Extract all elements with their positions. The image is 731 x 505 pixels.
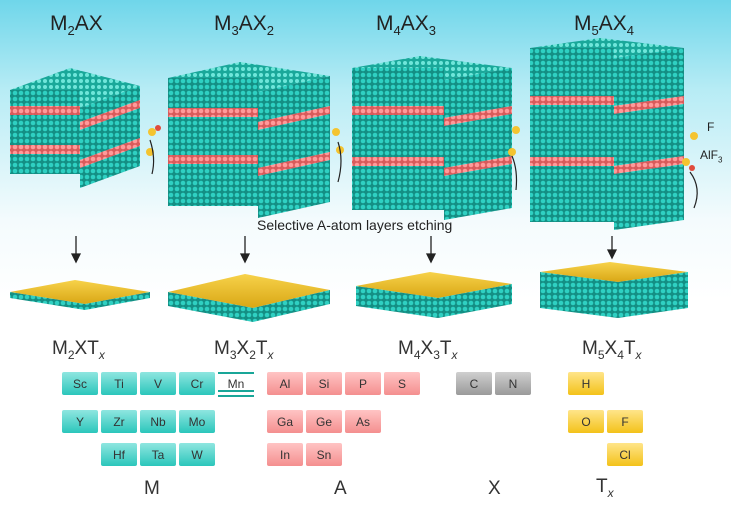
element-tile-mo: Mo [179, 410, 215, 433]
element-tile-sc: Sc [62, 372, 98, 395]
category-label-x: X [488, 478, 501, 499]
element-tile-zr: Zr [101, 410, 137, 433]
element-tile-s: S [384, 372, 420, 395]
element-tile-sn: Sn [306, 443, 342, 466]
category-label-m: M [144, 478, 160, 499]
element-tile-in: In [267, 443, 303, 466]
etching-arrows [70, 236, 618, 264]
product-title-m2xtx: M2XTx [52, 338, 105, 362]
element-tile-p: P [345, 372, 381, 395]
element-tile-c: C [456, 372, 492, 395]
m3x2tx-structure [168, 274, 330, 322]
phase-title-m2ax: M2AX [50, 12, 103, 39]
product-title-m5x4tx: M5X4Tx [582, 338, 642, 362]
m2xtx-structure [10, 280, 150, 310]
etchant-molecules [146, 125, 698, 209]
element-tile-ge: Ge [306, 410, 342, 433]
element-tile-ga: Ga [267, 410, 303, 433]
m4ax3-structure [352, 56, 512, 220]
phase-title-m3ax2: M3AX2 [214, 12, 274, 39]
element-tile-v: V [140, 372, 176, 395]
element-tile-mn: Mn [218, 370, 254, 398]
m3ax2-structure [168, 62, 330, 218]
process-label: Selective A-atom layers etching [257, 217, 453, 233]
product-title-m4x3tx: M4X3Tx [398, 338, 458, 362]
element-tile-w: W [179, 443, 215, 466]
element-tile-si: Si [306, 372, 342, 395]
m2ax-structure [10, 68, 140, 188]
structures-illustration [10, 38, 698, 322]
element-tile-n: N [495, 372, 531, 395]
element-tile-o: O [568, 410, 604, 433]
element-tile-nb: Nb [140, 410, 176, 433]
phase-title-m5ax4: M5AX4 [574, 12, 634, 39]
element-tile-cl: Cl [607, 443, 643, 466]
m5ax4-structure [530, 38, 684, 230]
element-tile-ti: Ti [101, 372, 137, 395]
element-tile-f: F [607, 410, 643, 433]
etchant-label-alf3: AlF3 [700, 148, 723, 165]
element-tile-hf: Hf [101, 443, 137, 466]
category-label-tx: Tx [596, 476, 614, 500]
phase-title-m4ax3: M4AX3 [376, 12, 436, 39]
element-tile-al: Al [267, 372, 303, 395]
etchant-label-f: F [707, 120, 715, 134]
category-label-a: A [334, 478, 347, 499]
element-tile-ta: Ta [140, 443, 176, 466]
element-tile-as: As [345, 410, 381, 433]
m4x3tx-structure [356, 272, 512, 318]
product-title-m3x2tx: M3X2Tx [214, 338, 274, 362]
element-tile-h: H [568, 372, 604, 395]
element-tile-y: Y [62, 410, 98, 433]
m5x4tx-structure [540, 262, 688, 318]
element-tile-cr: Cr [179, 372, 215, 395]
